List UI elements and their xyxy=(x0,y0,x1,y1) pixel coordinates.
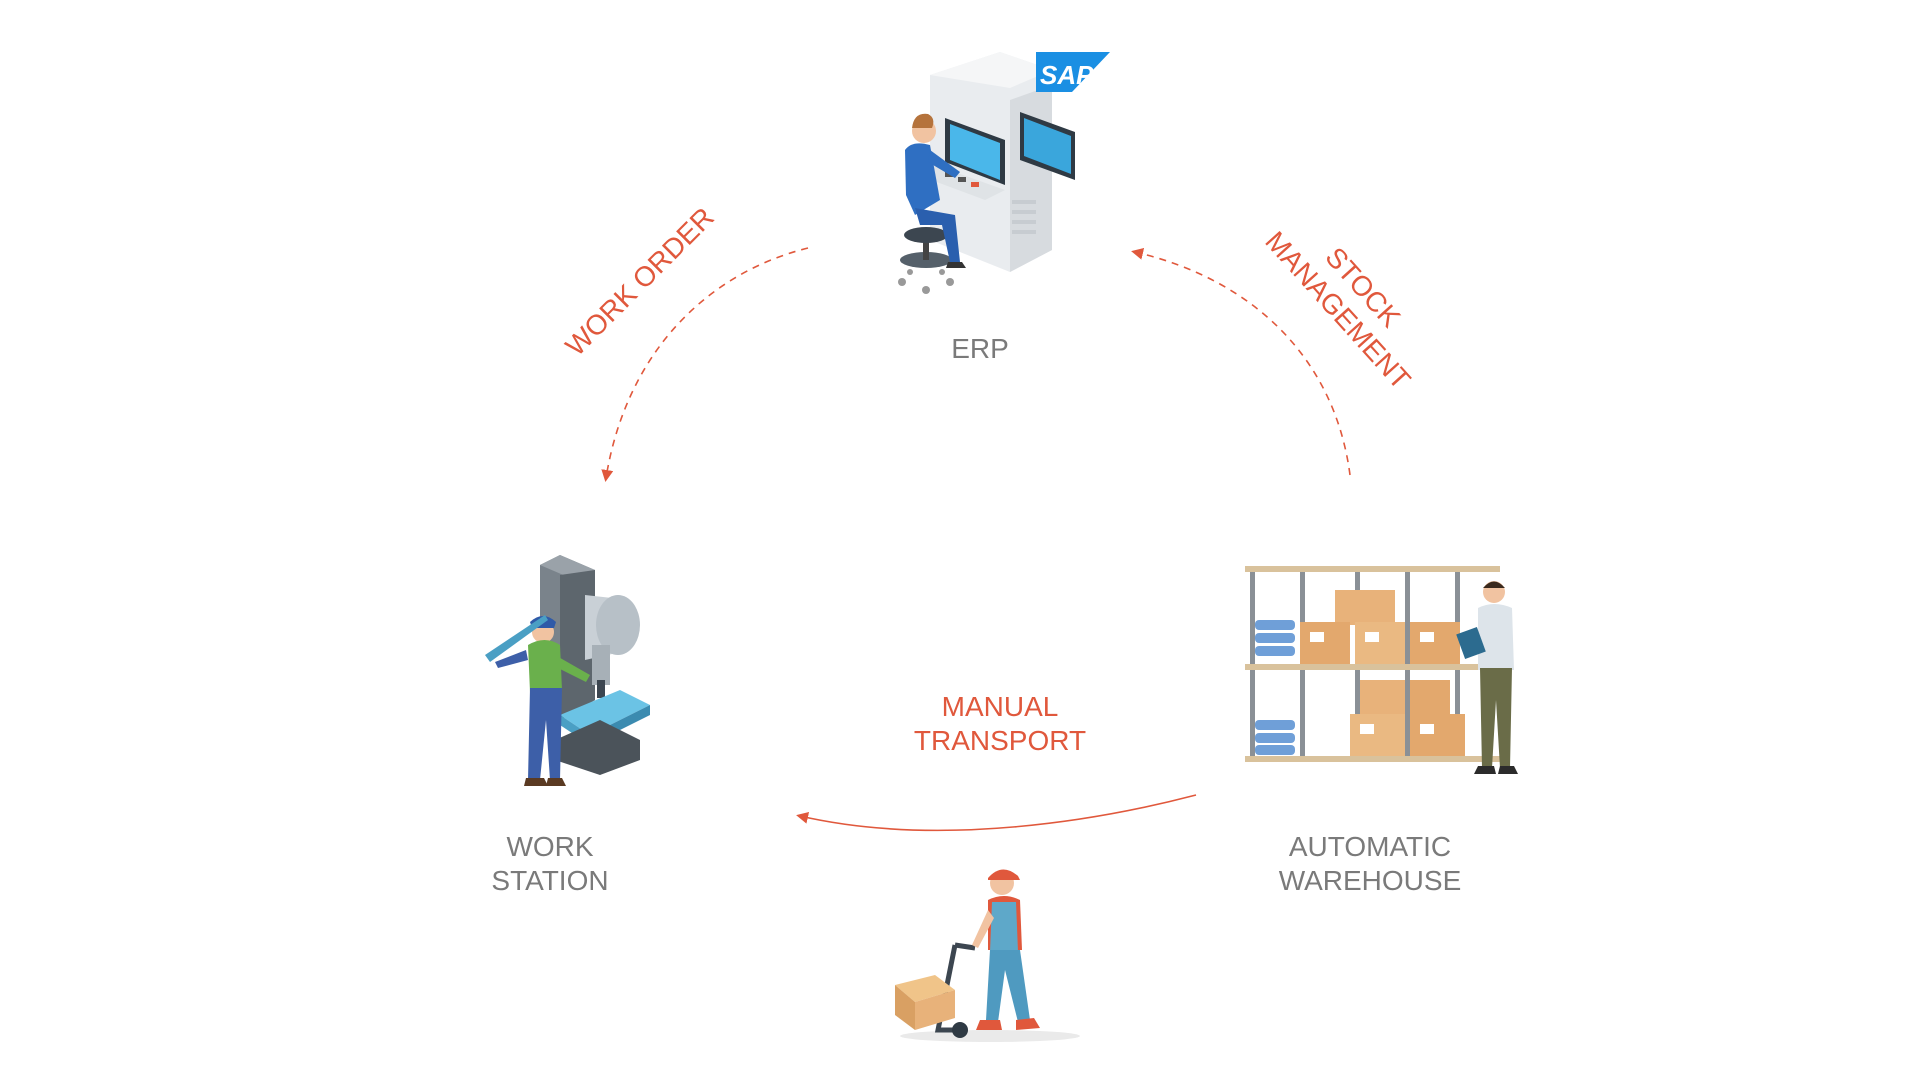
work-station-label: WORK STATION xyxy=(470,830,630,898)
work-station-machine-icon xyxy=(485,555,650,786)
manual-transport-label-line2: TRANSPORT xyxy=(913,725,1087,756)
manual-transport-label-line1: MANUAL xyxy=(941,691,1059,722)
manual-transport-label: MANUAL TRANSPORT xyxy=(900,690,1100,758)
transport-worker-icon xyxy=(895,869,1080,1042)
work-station-label-line1: WORK xyxy=(506,831,594,862)
sap-logo: SAP xyxy=(1036,52,1110,92)
erp-operator-icon xyxy=(898,52,1075,294)
warehouse-label-line2: WAREHOUSE xyxy=(1278,865,1462,896)
manual-transport-arrow xyxy=(796,794,1197,832)
sap-logo-text: SAP xyxy=(1040,60,1094,90)
work-order-arrow xyxy=(601,247,809,482)
erp-label-text: ERP xyxy=(951,333,1009,364)
stock-management-arrow xyxy=(1131,247,1351,476)
warehouse-label-line1: AUTOMATIC xyxy=(1288,831,1452,862)
erp-label: ERP xyxy=(930,332,1030,366)
warehouse-shelf-icon xyxy=(1245,566,1518,774)
warehouse-label: AUTOMATIC WAREHOUSE xyxy=(1270,830,1470,898)
work-station-label-line2: STATION xyxy=(491,865,609,896)
